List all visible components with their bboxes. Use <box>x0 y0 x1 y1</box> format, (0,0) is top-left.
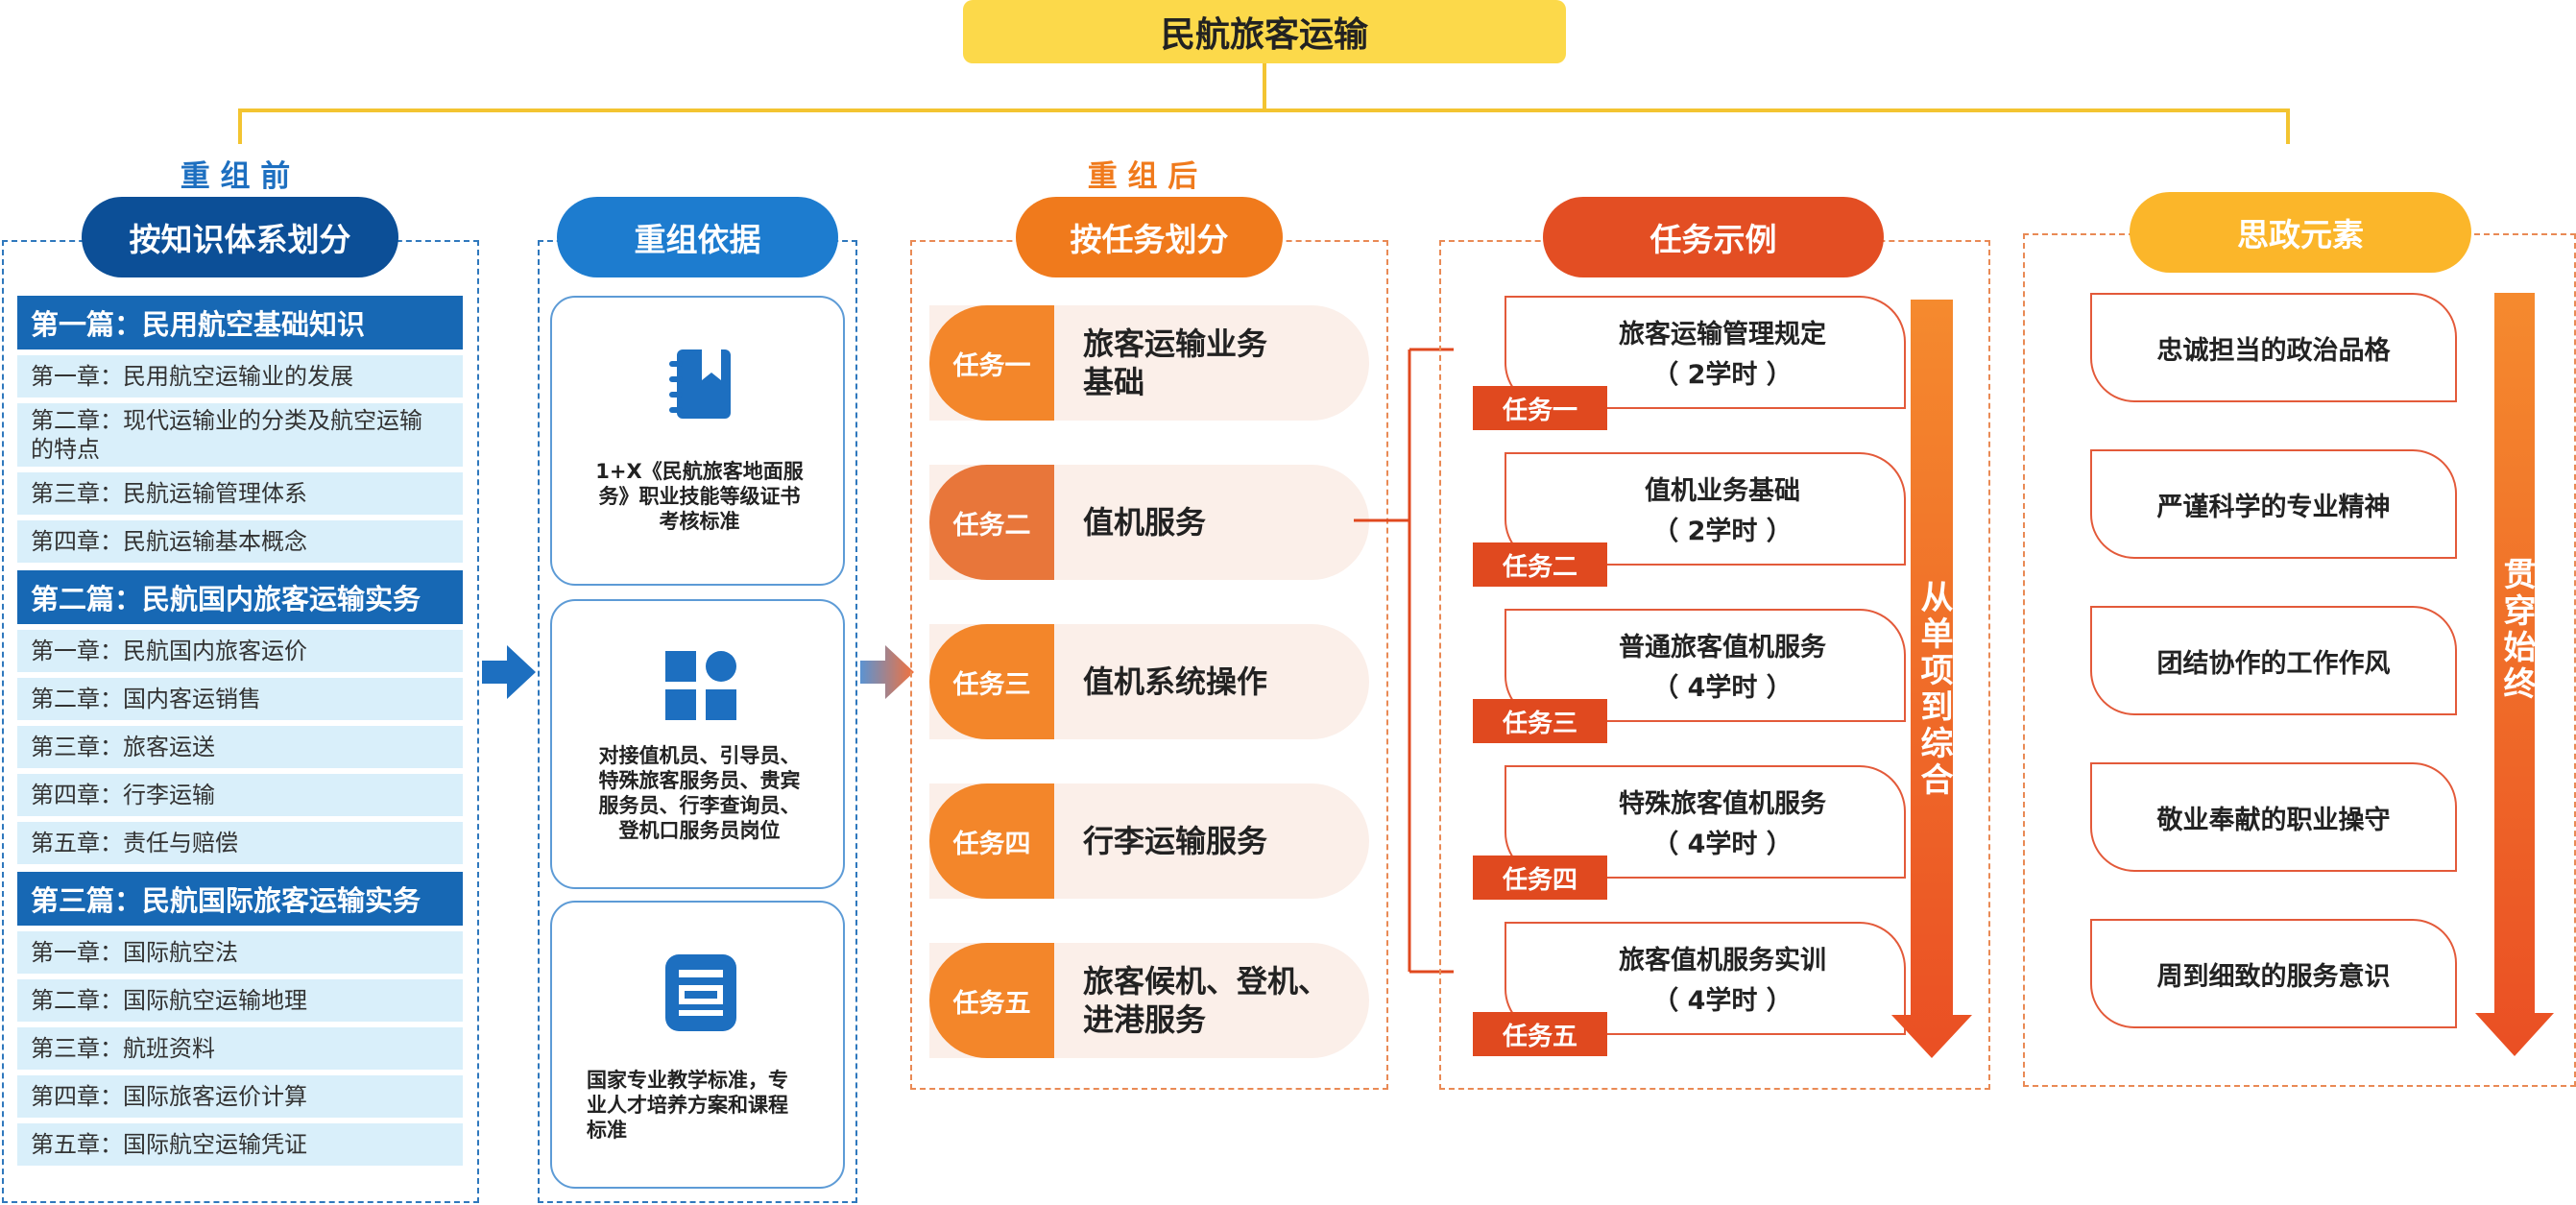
down-arrow-icon <box>1891 300 1972 1058</box>
chapter-item: 第四章：民航运输基本概念 <box>17 520 463 563</box>
ideology-item: 敬业奉献的职业操守 <box>2090 762 2457 872</box>
chapter-item: 第一章：民航国内旅客运价 <box>17 630 463 672</box>
chapter-item: 第五章：责任与赔偿 <box>17 822 463 864</box>
example-card: 值机业务基础 （ 2学时 ） <box>1505 452 1906 566</box>
task-card: 任务三值机系统操作 <box>929 624 1369 739</box>
arrow-right-icon <box>860 645 914 699</box>
basis-text: 国家专业教学标准，专 业人才培养方案和课程 标准 <box>587 1069 788 1142</box>
chapter-item: 第二章：国内客运销售 <box>17 678 463 720</box>
example-hours: （ 4学时 ） <box>1652 673 1793 703</box>
task-tag: 任务二 <box>929 465 1054 580</box>
arrow-right-icon <box>482 645 536 699</box>
down-arrow-icon <box>2475 293 2554 1056</box>
example-hours: （ 2学时 ） <box>1652 360 1793 390</box>
task-name: 值机服务 <box>1083 504 1207 541</box>
before-label: 重 组 前 <box>180 159 291 194</box>
task-card: 任务一旅客运输业务 基础 <box>929 305 1369 421</box>
part-title: 第二篇：民航国内旅客运输实务 <box>17 570 463 624</box>
ideology-item: 严谨科学的专业精神 <box>2090 449 2457 559</box>
task-tag: 任务三 <box>929 624 1054 739</box>
task-card: 任务五旅客候机、登机、 进港服务 <box>929 943 1369 1058</box>
chapter-item: 第三章：民航运输管理体系 <box>17 472 463 515</box>
basis-text: 1+X《民航旅客地面服 务》职业技能等级证书 考核标准 <box>595 460 804 533</box>
title-connector <box>238 63 2290 144</box>
example-title: 旅客值机服务实训 <box>1619 946 1826 976</box>
task-name: 值机系统操作 <box>1083 663 1268 700</box>
example-tag: 任务三 <box>1473 699 1607 743</box>
chapter-item: 第一章：民用航空运输业的发展 <box>17 355 463 398</box>
chapter-item: 第四章：国际旅客运价计算 <box>17 1075 463 1118</box>
task-card: 任务二值机服务 <box>929 465 1369 580</box>
part-title: 第一篇：民用航空基础知识 <box>17 296 463 349</box>
example-title: 值机业务基础 <box>1645 476 1800 506</box>
chapter-item: 第五章：国际航空运输凭证 <box>17 1123 463 1166</box>
chapter-item: 第三章：航班资料 <box>17 1027 463 1070</box>
chapter-item: 第三章：旅客运送 <box>17 726 463 768</box>
task-name: 行李运输服务 <box>1083 823 1268 859</box>
example-card: 特殊旅客值机服务 （ 4学时 ） <box>1505 765 1906 879</box>
example-tag: 任务一 <box>1473 386 1607 430</box>
notebook-icon <box>669 349 731 419</box>
ideology-item: 周到细致的服务意识 <box>2090 919 2457 1028</box>
example-title: 特殊旅客值机服务 <box>1619 789 1826 819</box>
task-tag: 任务四 <box>929 783 1054 899</box>
example-hours: （ 2学时 ） <box>1652 517 1793 546</box>
basis-header: 重组依据 <box>557 197 838 277</box>
example-tag: 任务五 <box>1473 1012 1607 1056</box>
example-tag: 任务四 <box>1473 856 1607 900</box>
chapter-item: 第一章：国际航空法 <box>17 931 463 974</box>
example-title: 普通旅客值机服务 <box>1619 633 1826 663</box>
chapter-item: 第二章：国际航空运输地理 <box>17 979 463 1022</box>
task-name: 旅客候机、登机、 进港服务 <box>1083 963 1330 1038</box>
knowledge-system-header: 按知识体系划分 <box>82 197 398 277</box>
ideology-item: 忠诚担当的政治品格 <box>2090 293 2457 402</box>
part-title: 第三篇：民航国际旅客运输实务 <box>17 872 463 926</box>
basis-card-certificate: 1+X《民航旅客地面服 务》职业技能等级证书 考核标准 <box>550 296 845 586</box>
example-card: 旅客运输管理规定 （ 2学时 ） <box>1505 296 1906 409</box>
task-card: 任务四行李运输服务 <box>929 783 1369 899</box>
grid-icon <box>665 651 736 720</box>
example-hours: （ 4学时 ） <box>1652 830 1793 859</box>
task-tag: 任务一 <box>929 305 1054 421</box>
task-example-header: 任务示例 <box>1543 197 1884 277</box>
chapter-item: 第二章：现代运输业的分类及航空运输 的特点 <box>17 403 463 467</box>
basis-text: 对接值机员、引导员、 特殊旅客服务员、贵宾 服务员、行李查询员、 登机口服务员岗… <box>598 744 801 842</box>
chapter-item: 第四章：行李运输 <box>17 774 463 816</box>
throughout-arrow-text: 贯穿始终 <box>2497 557 2536 703</box>
example-tag: 任务二 <box>1473 542 1607 587</box>
basis-card-standards: 国家专业教学标准，专 业人才培养方案和课程 标准 <box>550 901 845 1189</box>
task-division-header: 按任务划分 <box>1016 197 1283 277</box>
progression-arrow-text: 从单项到综合 <box>1914 580 1953 799</box>
after-label: 重 组 后 <box>1087 159 1198 194</box>
basis-card-positions: 对接值机员、引导员、 特殊旅客服务员、贵宾 服务员、行李查询员、 登机口服务员岗… <box>550 599 845 889</box>
task-tag: 任务五 <box>929 943 1054 1058</box>
example-title: 旅客运输管理规定 <box>1619 320 1826 349</box>
ideology-item: 团结协作的工作作风 <box>2090 606 2457 715</box>
ideology-header: 思政元素 <box>2130 192 2471 273</box>
document-icon <box>665 954 736 1031</box>
main-title: 民航旅客运输 <box>963 0 1566 63</box>
example-hours: （ 4学时 ） <box>1652 986 1793 1016</box>
task-name: 旅客运输业务 基础 <box>1083 325 1268 400</box>
task-bracket <box>1354 348 1454 974</box>
